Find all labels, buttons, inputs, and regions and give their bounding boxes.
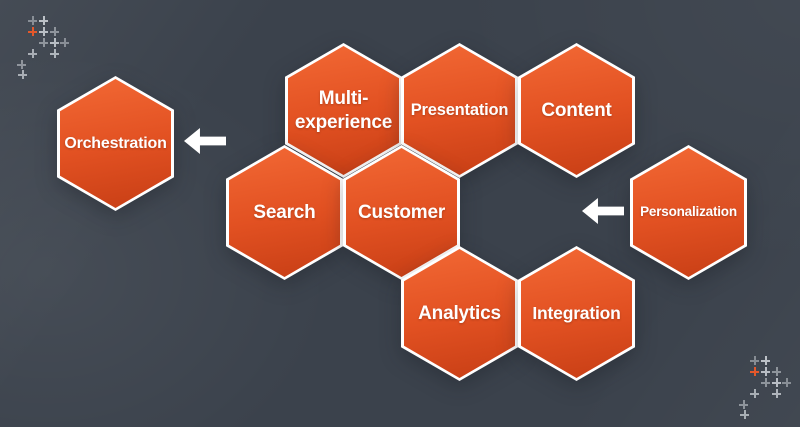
hexagon-fill bbox=[229, 148, 340, 277]
arrow-left-icon bbox=[582, 198, 624, 224]
plus-icon bbox=[772, 389, 781, 398]
plus-icon bbox=[761, 356, 770, 365]
plus-icon-orange bbox=[750, 367, 759, 376]
hexagon-label: Orchestration bbox=[64, 134, 167, 152]
hexagon-label: Personalization bbox=[640, 204, 737, 220]
hexagon-fill bbox=[288, 46, 399, 175]
decor-plus-cluster-top-left bbox=[17, 16, 74, 84]
plus-icon-orange bbox=[28, 27, 37, 36]
hexagon-search: Search bbox=[226, 145, 343, 280]
hexagon-presentation: Presentation bbox=[401, 43, 518, 178]
plus-icon bbox=[17, 60, 26, 69]
hexagon-label: Content bbox=[541, 99, 612, 121]
plus-icon bbox=[50, 38, 59, 47]
plus-icon bbox=[739, 400, 748, 409]
hexagon-orchestration: Orchestration bbox=[57, 76, 174, 211]
plus-icon bbox=[750, 356, 759, 365]
hexagon-fill bbox=[521, 46, 632, 175]
plus-icon bbox=[18, 70, 27, 79]
plus-icon bbox=[50, 27, 59, 36]
hexagon-integration: Integration bbox=[518, 246, 635, 381]
hexagon-fill bbox=[346, 148, 457, 277]
plus-icon bbox=[50, 49, 59, 58]
plus-icon bbox=[772, 378, 781, 387]
plus-icon bbox=[28, 16, 37, 25]
decor-plus-cluster-bottom-right bbox=[739, 356, 796, 424]
hexagon-content: Content bbox=[518, 43, 635, 178]
hexagon-label: Search bbox=[253, 201, 316, 223]
hexagon-label: Analytics bbox=[418, 302, 501, 324]
plus-icon bbox=[39, 16, 48, 25]
plus-icon bbox=[740, 410, 749, 419]
hexagon-analytics: Analytics bbox=[401, 246, 518, 381]
arrow-left-icon bbox=[184, 128, 226, 154]
hexagon-fill bbox=[404, 249, 515, 378]
plus-icon bbox=[39, 38, 48, 47]
hexagon-label: Presentation bbox=[410, 101, 509, 120]
plus-icon bbox=[761, 367, 770, 376]
plus-icon bbox=[761, 378, 770, 387]
hexagon-fill bbox=[633, 148, 744, 277]
hexagon-label: Multi- experience bbox=[294, 88, 393, 133]
plus-icon bbox=[39, 27, 48, 36]
plus-icon bbox=[772, 367, 781, 376]
hexagon-personalization: Personalization bbox=[630, 145, 747, 280]
plus-icon bbox=[60, 38, 69, 47]
hexagon-fill bbox=[404, 46, 515, 175]
hexagon-label: Integration bbox=[532, 302, 621, 323]
plus-icon bbox=[28, 49, 37, 58]
plus-icon bbox=[750, 389, 759, 398]
hexagon-fill bbox=[60, 79, 171, 208]
plus-icon bbox=[782, 378, 791, 387]
hexagon-multi-experience: Multi- experience bbox=[285, 43, 402, 178]
hexagon-label: Customer bbox=[357, 201, 446, 223]
hexagon-fill bbox=[521, 249, 632, 378]
